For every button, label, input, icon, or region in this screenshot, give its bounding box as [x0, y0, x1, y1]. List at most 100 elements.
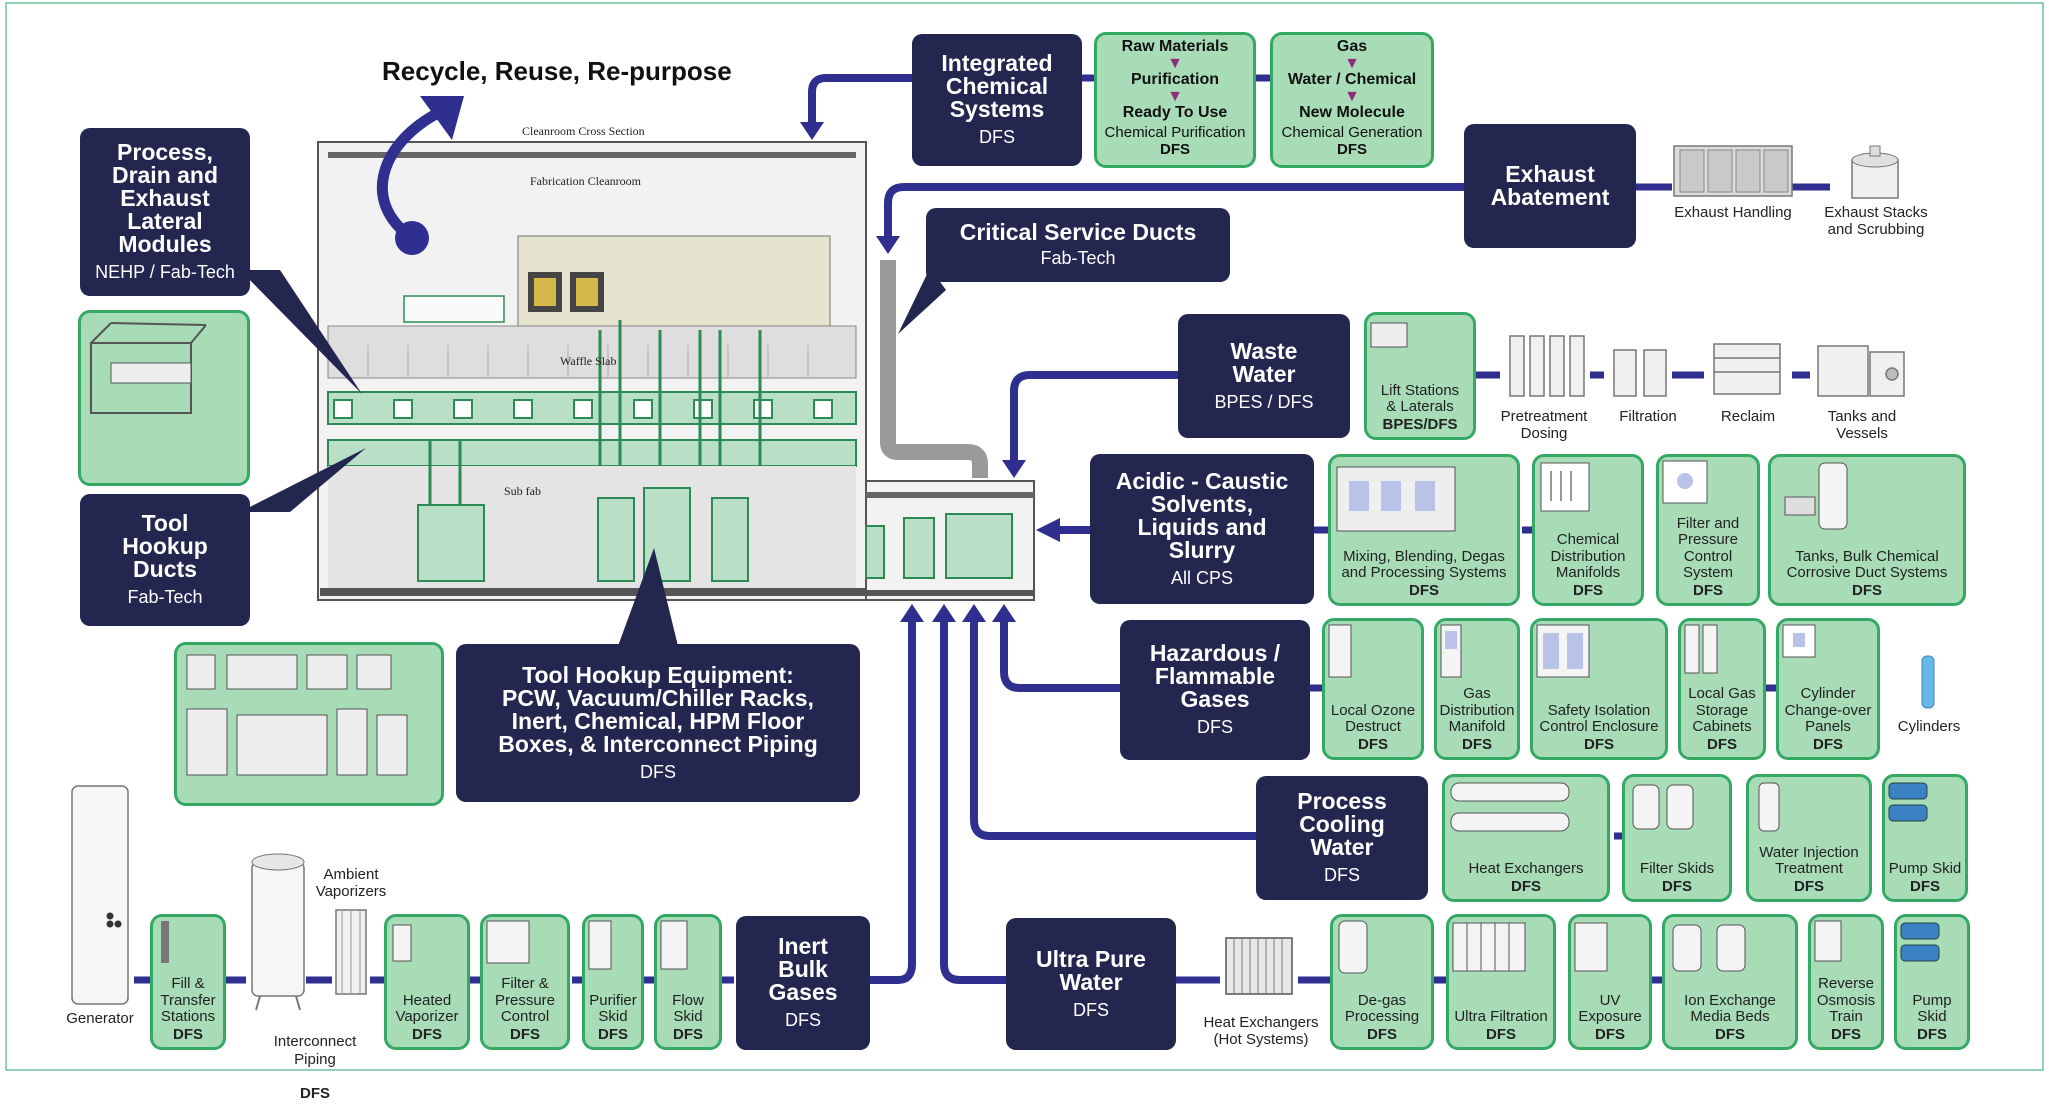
chemical-distribution-label: Chemical Distribution Manifolds [1550, 531, 1626, 582]
degas-label: De-gas Processing [1344, 991, 1420, 1026]
fill-station-icon [161, 920, 211, 976]
critical-ducts-company: Fab-Tech [1040, 248, 1116, 268]
chemical-generation-card: Gas ▼ Water / Chemical ▼ New Molecule Ch… [1270, 32, 1434, 168]
inert-bulk-gases-company: DFS [785, 1010, 821, 1030]
pretreatment-drawing [1509, 335, 1585, 397]
tanks-bulk-chemical-card: Tanks, Bulk Chemical Corrosive Duct Syst… [1768, 454, 1966, 606]
filtration-label: Filtration [1619, 408, 1677, 425]
storage-tank-drawing [251, 853, 305, 1011]
local-gas-storage-company: DFS [1707, 735, 1737, 753]
upw-pump-skid-card: Pump Skid DFS [1894, 914, 1970, 1050]
local-gas-storage-card: Local Gas Storage Cabinets DFS [1678, 618, 1766, 760]
gas-distribution-company: DFS [1462, 735, 1492, 753]
purifier-skid-company: DFS [598, 1025, 628, 1043]
tanks-bulk-chemical-label: Tanks, Bulk Chemical Corrosive Duct Syst… [1786, 547, 1948, 582]
filter-pressure-control-card: Filter & Pressure Control DFS [480, 914, 570, 1050]
chemical-purification-card: Raw Materials ▼ Purification ▼ Ready To … [1094, 32, 1256, 168]
degas-company: DFS [1367, 1025, 1397, 1043]
outer-frame [5, 2, 2044, 1071]
filter-panel-icon [1662, 460, 1740, 516]
lift-stations-card: Lift Stations & Laterals BPES/DFS [1364, 312, 1476, 440]
lateral-module-icon [90, 322, 207, 414]
interconnect-piping-label-wrap: Interconnect Piping DFS [262, 1016, 368, 1120]
purifier-skid-label: Purifier Skid [589, 991, 637, 1026]
ambient-vaporizers-label: Ambient Vaporizers [315, 866, 387, 901]
chem-card-b-step2: Water / Chemical [1287, 70, 1417, 88]
critical-ducts-box: Critical Service Ducts Fab-Tech [926, 208, 1230, 282]
flow-skid-card: Flow Skid DFS [654, 914, 722, 1050]
upw-pump-icon [1900, 920, 1955, 993]
chem-card-b-arrow1: ▼ [1344, 54, 1360, 72]
tool-hookup-equipment-company: DFS [640, 761, 676, 782]
gas-distribution-card: Gas Distribution Manifold DFS [1434, 618, 1520, 760]
mixing-system-icon [1336, 460, 1487, 549]
ultra-pure-water-company: DFS [1073, 999, 1109, 1020]
water-injection-company: DFS [1794, 877, 1824, 895]
cylinder-drawing [1921, 655, 1935, 709]
changeover-panel-icon [1782, 624, 1860, 686]
chem-card-b-step1: Gas [1336, 38, 1368, 55]
flow-skid-icon [660, 920, 707, 993]
acidic-caustic-company: All CPS [1170, 567, 1233, 588]
heated-vaporizer-company: DFS [412, 1025, 442, 1043]
filter-pressure-control-label: Filter & Pressure Control [494, 975, 556, 1026]
callout-tail-critical [898, 268, 946, 334]
chem-card-a-company: DFS [1160, 141, 1190, 159]
pcw-heat-exchangers-card: Heat Exchangers DFS [1442, 774, 1610, 902]
subfab-label: Sub fab [504, 484, 541, 498]
cylinder-changeover-company: DFS [1813, 735, 1843, 753]
fabrication-cleanroom-label: Fabrication Cleanroom [530, 174, 641, 188]
exhaust-abatement-box: Exhaust Abatement [1464, 124, 1636, 248]
cylinder-changeover-card: Cylinder Change-over Panels DFS [1776, 618, 1880, 760]
safety-isolation-card: Safety Isolation Control Enclosure DFS [1530, 618, 1668, 760]
connector-layer [5, 2, 2044, 1071]
chemical-distribution-company: DFS [1573, 581, 1603, 599]
interconnect-piping-label: Interconnect Piping [273, 1033, 357, 1068]
heat-exchanger-icon [1450, 780, 1580, 861]
reverse-osmosis-card: Reverse Osmosis Train DFS [1808, 914, 1884, 1050]
exhaust-handling-drawing [1673, 145, 1793, 197]
pretreatment-label: Pretreatment Dosing [1500, 408, 1588, 443]
chem-card-a-step3: Ready To Use [1122, 103, 1228, 121]
water-injection-card: Water Injection Treatment DFS [1746, 774, 1872, 902]
filter-skid-icon [1632, 780, 1712, 861]
chem-card-b-step3: New Molecule [1299, 103, 1405, 121]
waste-water-box: Waste Water BPES / DFS [1178, 314, 1350, 438]
tool-hookup-equipment-image-card [174, 642, 444, 806]
cleanroom-cross-section-label: Cleanroom Cross Section [522, 124, 645, 138]
degas-icon [1338, 920, 1414, 993]
tool-hookup-equipment-icon [186, 654, 408, 776]
connector-arrowheads [800, 122, 1060, 622]
filter-pressure-company: DFS [1693, 581, 1723, 599]
inert-bulk-gases-box: Inert Bulk Gases DFS [736, 916, 870, 1050]
heated-vaporizer-card: Heated Vaporizer DFS [384, 914, 470, 1050]
process-drain-company: NEHP / Fab-Tech [95, 262, 235, 282]
ultra-filtration-card: Ultra Filtration DFS [1446, 914, 1556, 1050]
tanks-vessels-drawing [1817, 345, 1905, 397]
gas-manifold-icon [1440, 624, 1503, 686]
process-cooling-water-box: Process Cooling Water DFS [1256, 776, 1428, 900]
integrated-chemical-box: Integrated Chemical Systems DFS [912, 34, 1082, 166]
pcw-heat-exchangers-company: DFS [1511, 877, 1541, 895]
hazardous-gases-box: Hazardous / Flammable Gases DFS [1120, 620, 1310, 760]
pcw-pump-skid-company: DFS [1910, 877, 1940, 895]
waste-water-title: Waste Water [1230, 337, 1298, 387]
gas-distribution-label: Gas Distribution Manifold [1439, 685, 1515, 736]
ion-exchange-label: Ion Exchange Media Beds [1684, 991, 1776, 1026]
chemical-distribution-card: Chemical Distribution Manifolds DFS [1532, 454, 1644, 606]
filter-skids-card: Filter Skids DFS [1622, 774, 1732, 902]
bulk-tank-icon [1784, 460, 1932, 549]
recycle-heading: Recycle, Reuse, Re-purpose [382, 56, 732, 86]
chem-card-b-desc: Chemical Generation [1281, 124, 1423, 142]
uv-icon [1574, 920, 1635, 993]
generator-label: Generator [66, 1010, 134, 1027]
purifier-icon [588, 920, 631, 993]
process-cooling-water-company: DFS [1324, 865, 1360, 885]
filtration-drawing [1613, 349, 1667, 397]
ultra-pure-water-title: Ultra Pure Water [1036, 945, 1146, 995]
uv-exposure-card: UV Exposure DFS [1568, 914, 1652, 1050]
lift-stations-company: BPES/DFS [1382, 415, 1458, 433]
reverse-osmosis-company: DFS [1831, 1025, 1861, 1043]
tanks-bulk-chemical-company: DFS [1852, 581, 1882, 599]
upw-pump-skid-label: Pump Skid [1912, 991, 1952, 1026]
